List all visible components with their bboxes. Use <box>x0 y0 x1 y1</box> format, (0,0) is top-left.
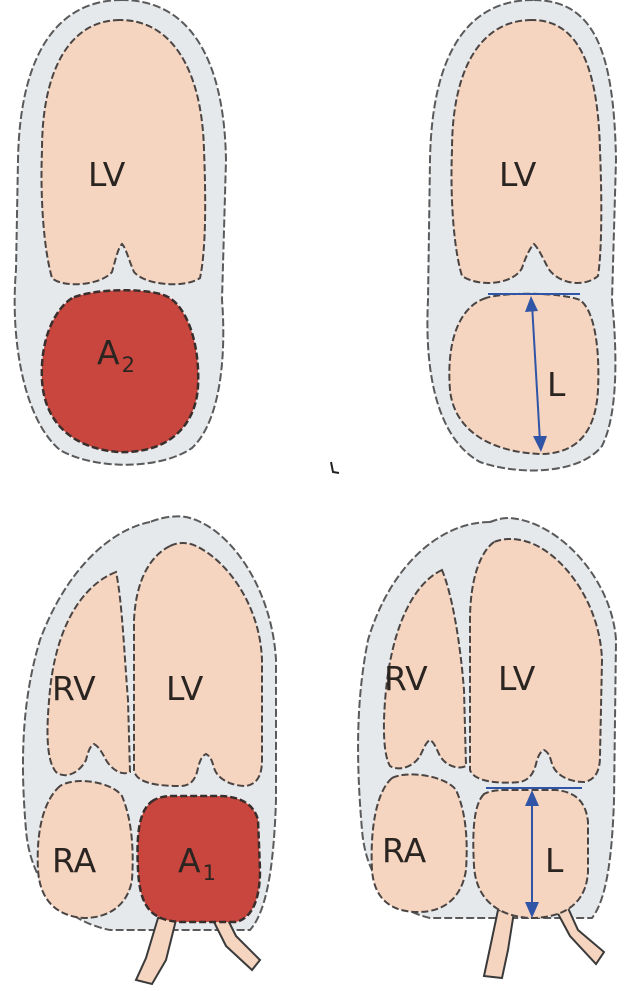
left-atrium <box>449 294 598 454</box>
label-ra: RA <box>382 831 427 870</box>
pulmonary-vein-left <box>484 910 514 978</box>
panel-two-chamber-length: LV L <box>427 0 616 470</box>
artifact-mark <box>331 462 339 473</box>
panel-four-chamber-area: RV LV RA A1 <box>23 516 276 984</box>
label-ra: RA <box>52 841 97 880</box>
left-atrium <box>473 790 588 918</box>
left-ventricle <box>451 20 601 283</box>
label-rv: RV <box>384 659 428 698</box>
label-lv: LV <box>88 155 126 194</box>
label-rv: RV <box>52 669 96 708</box>
label-length: L <box>545 841 564 880</box>
panel-four-chamber-length: RV LV RA L <box>358 518 616 978</box>
panel-two-chamber-area: LV A2 <box>15 0 226 465</box>
label-lv: LV <box>166 669 204 708</box>
left-ventricle <box>41 20 205 284</box>
label-length: L <box>547 365 566 404</box>
left-atrium-area-a2 <box>42 290 198 452</box>
label-lv: LV <box>498 659 536 698</box>
label-lv: LV <box>499 155 537 194</box>
